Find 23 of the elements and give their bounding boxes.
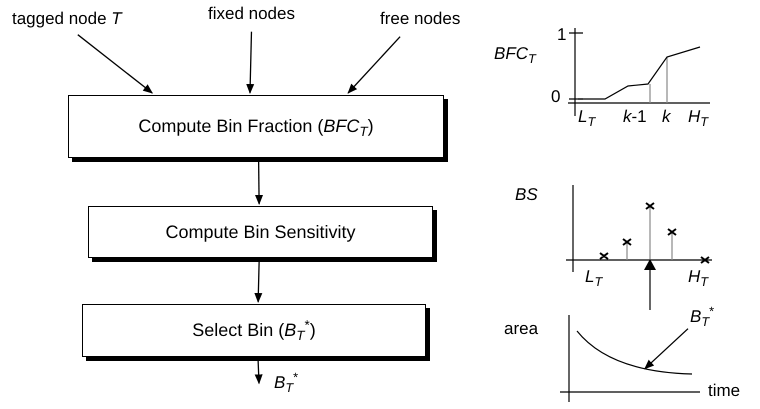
input-label: fixed nodes	[208, 5, 295, 24]
tick-label: 1	[557, 26, 566, 45]
arrow	[347, 36, 401, 94]
axis-label: BS	[515, 186, 538, 205]
tick-label: 0	[551, 88, 560, 107]
input-label: tagged node T	[12, 10, 122, 29]
tick-label: L$_{T}$	[585, 268, 602, 287]
arrow	[255, 162, 264, 205]
tick-label: L$_{T}$	[578, 108, 596, 127]
tick-label: k	[662, 108, 670, 127]
axis-label: area	[504, 320, 538, 339]
arrow	[254, 360, 263, 384]
tick-label: H$_{T}$	[688, 108, 708, 127]
tick-label: H$_{T}$	[688, 268, 708, 287]
axis-label: time	[708, 382, 740, 401]
arrow	[246, 32, 254, 94]
axis-label: BFC$_{T}$	[494, 45, 536, 64]
decay-curve	[576, 330, 692, 375]
arrow	[77, 34, 153, 94]
tick-label: k-1	[623, 108, 647, 127]
input-label: free nodes	[380, 10, 460, 29]
arrow	[644, 328, 688, 370]
arrow	[254, 262, 262, 303]
